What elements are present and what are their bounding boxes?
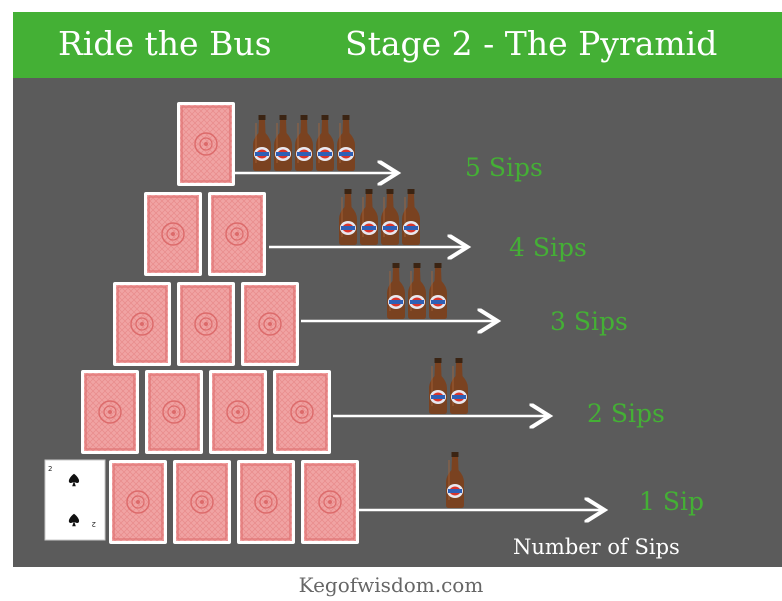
card-back <box>237 460 295 544</box>
beer-bottle-icon <box>274 115 292 171</box>
sips-label: 2 Sips <box>587 399 665 428</box>
beer-bottle-icon <box>253 115 271 171</box>
card-back <box>177 282 235 366</box>
card-rank-top: 2 <box>48 465 52 473</box>
beer-bottle-icon <box>387 263 405 319</box>
spade-icon <box>68 473 80 487</box>
card-back <box>144 192 202 276</box>
sips-label: 4 Sips <box>509 233 587 262</box>
spade-icon <box>68 513 80 527</box>
beer-bottle-icon <box>337 115 355 171</box>
two-of-spades-card: 22 <box>44 459 106 541</box>
card-back <box>273 370 331 454</box>
card-back <box>241 282 299 366</box>
card-back <box>81 370 139 454</box>
card-back <box>208 192 266 276</box>
card-back <box>113 282 171 366</box>
beer-bottle-icon <box>429 358 447 414</box>
beer-bottle-icon <box>408 263 426 319</box>
beer-bottle-icon <box>360 189 378 245</box>
card-back <box>209 370 267 454</box>
beer-bottle-icon <box>339 189 357 245</box>
title-banner: Ride the Bus Stage 2 - The Pyramid <box>13 12 782 78</box>
card-back <box>109 460 167 544</box>
sips-label: 5 Sips <box>465 153 543 182</box>
axis-label: Number of Sips <box>513 535 680 559</box>
sips-label: 3 Sips <box>550 307 628 336</box>
beer-bottle-icon <box>381 189 399 245</box>
beer-bottle-icon <box>402 189 420 245</box>
stage-title: Stage 2 - The Pyramid <box>345 24 718 63</box>
game-title: Ride the Bus <box>58 24 272 63</box>
site-credit: Kegofwisdom.com <box>298 573 484 597</box>
sips-label: 1 Sip <box>639 487 704 516</box>
beer-bottle-icon <box>450 358 468 414</box>
card-back <box>145 370 203 454</box>
card-back <box>301 460 359 544</box>
beer-bottle-icon <box>316 115 334 171</box>
card-back <box>173 460 231 544</box>
card-back <box>177 102 235 186</box>
beer-bottle-icon <box>295 115 313 171</box>
beer-bottle-icon <box>429 263 447 319</box>
card-rank-bottom: 2 <box>92 520 96 528</box>
beer-bottle-icon <box>446 452 464 508</box>
